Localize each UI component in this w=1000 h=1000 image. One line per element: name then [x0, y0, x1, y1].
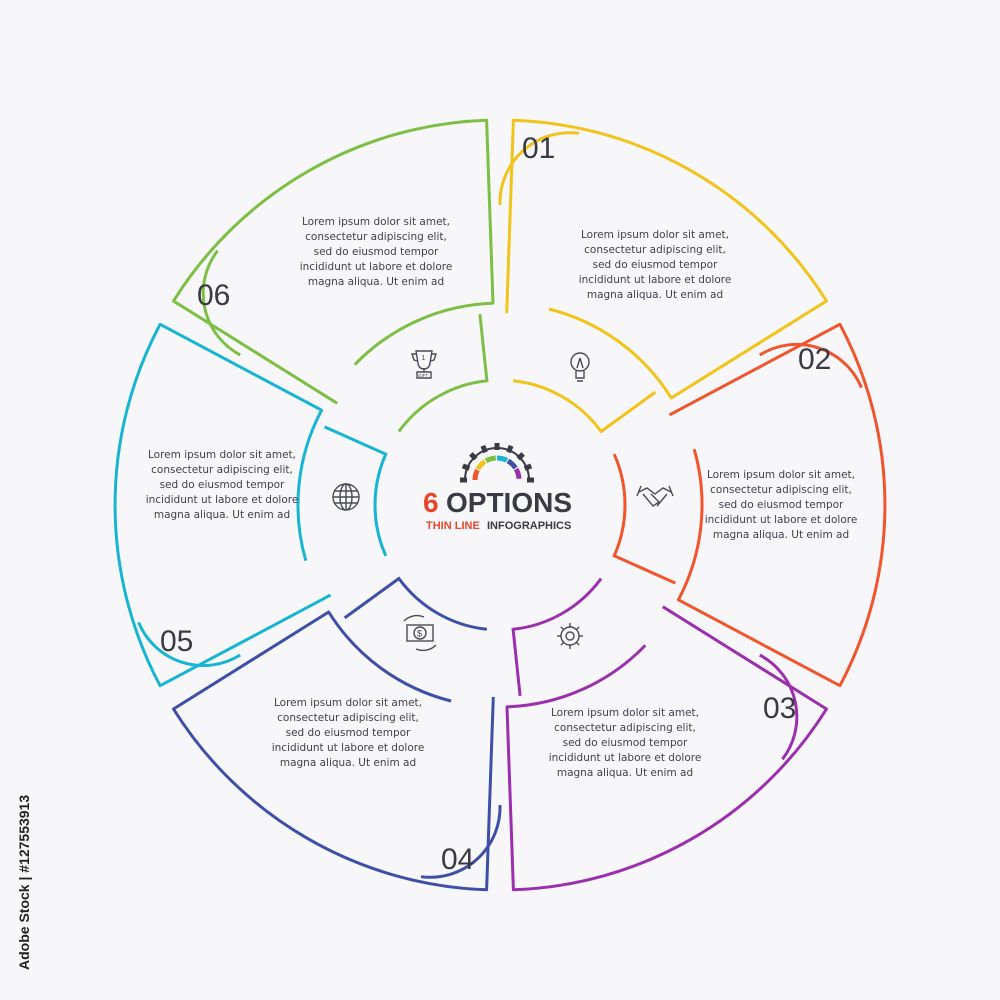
money-icon: $: [403, 614, 437, 652]
option-text-line: Lorem ipsum dolor sit amet,: [707, 469, 855, 481]
segment-outline: [505, 118, 828, 400]
option-text-line: Lorem ipsum dolor sit amet,: [148, 449, 296, 461]
trophy-number: 1: [422, 355, 426, 362]
inner-ring-arc: [612, 453, 677, 585]
option-text-line: magna aliqua. Ut enim ad: [308, 276, 444, 288]
trophy-base-label: GIFT: [418, 373, 428, 378]
option-text-line: magna aliqua. Ut enim ad: [713, 529, 849, 541]
option-text-line: consectetur adipiscing elit,: [277, 712, 419, 724]
inner-ring-arc: [511, 577, 603, 697]
option-number-04: 04: [441, 843, 474, 876]
gear-color-band: [475, 459, 487, 471]
option-segment-01: [498, 118, 828, 434]
option-text-line: consectetur adipiscing elit,: [305, 231, 447, 243]
segment-notch: [759, 653, 799, 761]
option-text-line: consectetur adipiscing elit,: [584, 244, 726, 256]
gear-color-band: [496, 455, 509, 463]
option-segment-05: [113, 322, 388, 688]
option-number-06: 06: [197, 279, 230, 312]
globe-icon: [332, 483, 360, 511]
option-text-line: incididunt ut labore et dolore: [272, 742, 425, 754]
option-text-line: sed do eiusmod tempor: [160, 479, 285, 491]
gear-rim: [464, 447, 530, 481]
option-text-line: incididunt ut labore et dolore: [549, 752, 702, 764]
option-text-line: Lorem ipsum dolor sit amet,: [581, 229, 729, 241]
option-segment-03: [505, 577, 828, 892]
lightbulb-icon: [570, 352, 590, 382]
gear-color-band: [484, 455, 497, 464]
gear-color-band: [472, 468, 480, 481]
segment-layer: [113, 118, 887, 892]
segment-notch: [759, 342, 863, 389]
option-text-line: sed do eiusmod tempor: [314, 246, 439, 258]
option-text-line: Lorem ipsum dolor sit amet,: [302, 216, 450, 228]
subtitle-accent: THIN LINE: [426, 520, 480, 532]
inner-ring-arc: [343, 576, 488, 631]
option-number-03: 03: [763, 692, 796, 725]
option-text-line: sed do eiusmod tempor: [593, 259, 718, 271]
gear-icon: [557, 623, 583, 649]
option-text-line: magna aliqua. Ut enim ad: [154, 509, 290, 521]
gear-color-band: [513, 467, 522, 480]
option-segment-04: [172, 576, 502, 892]
option-text-line: consectetur adipiscing elit,: [554, 722, 696, 734]
option-segment-02: [612, 322, 887, 688]
inner-ring-arc: [323, 425, 388, 557]
money-symbol: $: [417, 629, 422, 639]
segment-outline: [113, 322, 332, 688]
option-text-line: magna aliqua. Ut enim ad: [557, 767, 693, 779]
subtitle-rest: INFOGRAPHICS: [487, 520, 571, 532]
option-number-01: 01: [522, 132, 555, 165]
segment-notch: [498, 131, 580, 206]
segment-outline: [172, 610, 495, 892]
segment-notch: [420, 804, 502, 879]
option-text-line: sed do eiusmod tempor: [719, 499, 844, 511]
option-number-05: 05: [160, 625, 193, 658]
title-word: OPTIONS: [446, 487, 572, 518]
title-number: 6: [423, 487, 439, 518]
option-text-line: incididunt ut labore et dolore: [300, 261, 453, 273]
option-number-02: 02: [798, 343, 831, 376]
segment-outline: [172, 118, 495, 405]
option-text-line: magna aliqua. Ut enim ad: [280, 757, 416, 769]
option-segment-06: [172, 118, 495, 433]
option-text-line: magna aliqua. Ut enim ad: [587, 289, 723, 301]
option-text-line: consectetur adipiscing elit,: [710, 484, 852, 496]
option-text-line: sed do eiusmod tempor: [286, 727, 411, 739]
option-text-line: consectetur adipiscing elit,: [151, 464, 293, 476]
option-text-line: incididunt ut labore et dolore: [705, 514, 858, 526]
segment-outline: [505, 605, 828, 892]
center-title: 6 OPTIONS THIN LINE INFOGRAPHICS: [423, 443, 572, 532]
segment-notch: [137, 621, 241, 668]
option-text-line: Lorem ipsum dolor sit amet,: [274, 697, 422, 709]
option-text-line: Lorem ipsum dolor sit amet,: [551, 707, 699, 719]
segment-notch: [201, 249, 241, 357]
inner-ring-arc: [512, 379, 657, 434]
gear-color-band: [506, 458, 518, 470]
option-text-line: incididunt ut labore et dolore: [579, 274, 732, 286]
option-text-line: sed do eiusmod tempor: [563, 737, 688, 749]
inner-ring-arc: [397, 313, 489, 433]
option-text-line: incididunt ut labore et dolore: [146, 494, 299, 506]
handshake-icon: [636, 485, 674, 507]
stock-credit: Adobe Stock | #127553913: [16, 795, 32, 970]
segment-outline: [668, 322, 887, 688]
gear-logo-icon: [460, 443, 534, 483]
